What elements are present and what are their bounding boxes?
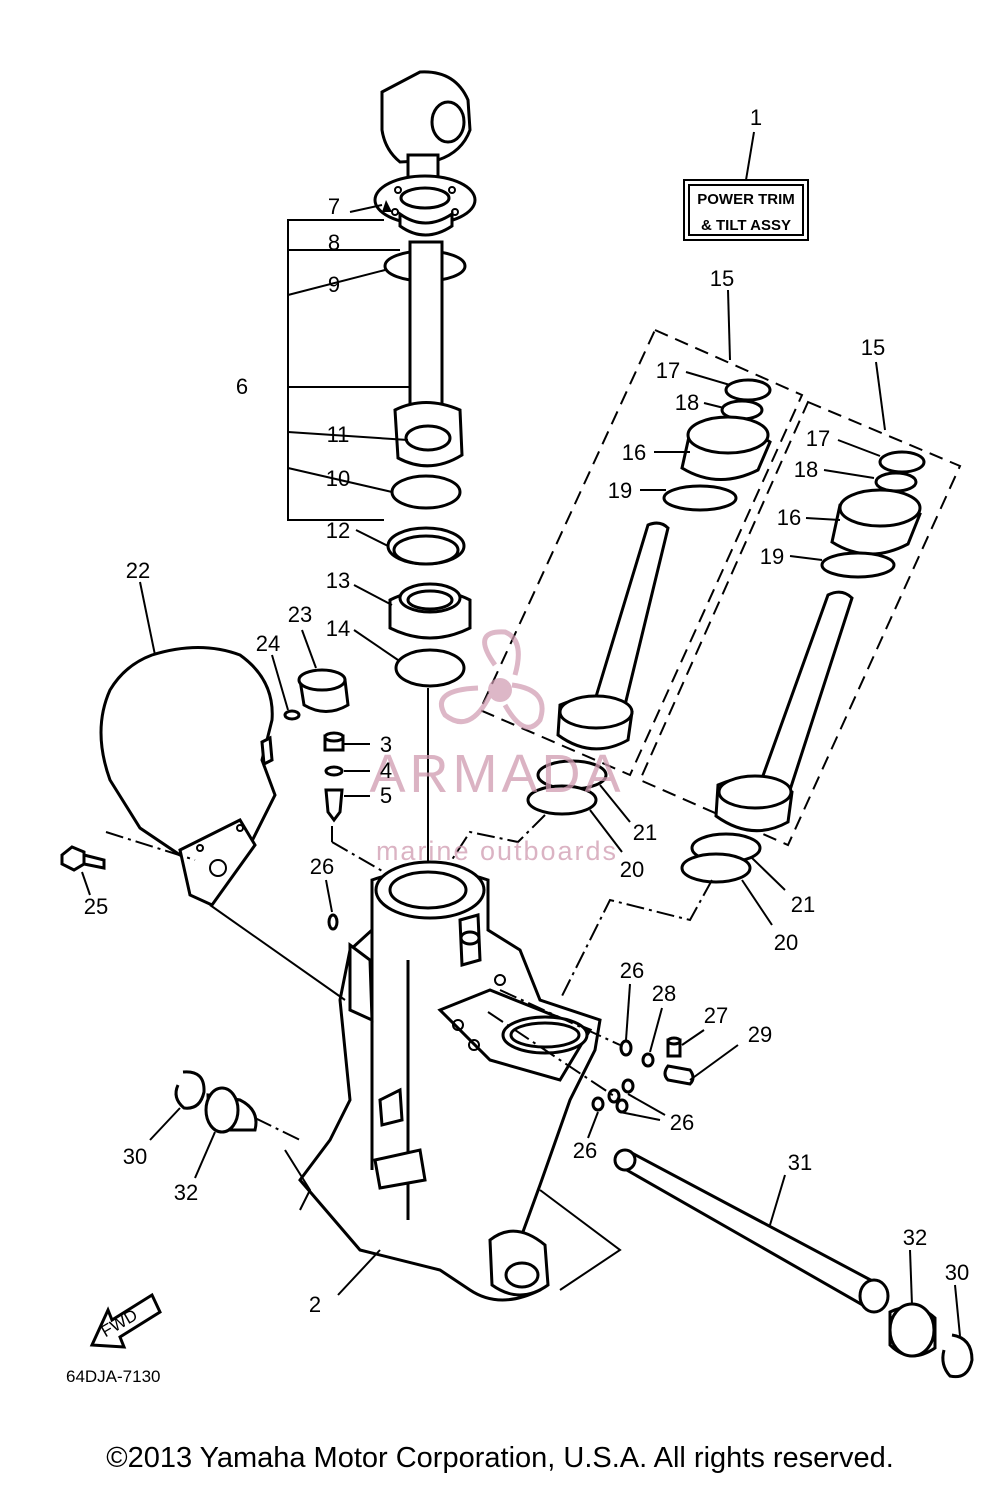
part-23-24 xyxy=(271,629,350,721)
label-26-a: 26 xyxy=(310,854,334,879)
label-18-right: 18 xyxy=(794,457,818,482)
label-16-right: 16 xyxy=(777,505,801,530)
ram-o-rings xyxy=(439,759,786,1001)
label-10: 10 xyxy=(326,466,350,491)
box-line-1: POWER TRIM xyxy=(697,191,795,208)
label-21-right: 21 xyxy=(791,892,815,917)
tilt-rod-assembly xyxy=(373,70,477,875)
label-1: 1 xyxy=(750,105,762,130)
label-9: 9 xyxy=(328,272,340,297)
label-32-right: 32 xyxy=(903,1225,927,1250)
label-30-left: 30 xyxy=(123,1144,147,1169)
label-16-left: 16 xyxy=(622,440,646,465)
label-20-right: 20 xyxy=(774,930,798,955)
label-22: 22 xyxy=(126,558,150,583)
copyright-notice: ©2013 Yamaha Motor Corporation, U.S.A. A… xyxy=(106,1442,894,1474)
label-3: 3 xyxy=(380,732,392,757)
label-24: 24 xyxy=(256,631,280,656)
label-27: 27 xyxy=(704,1003,728,1028)
label-2: 2 xyxy=(309,1292,321,1317)
diagram-part-code: 64DJA-7130 xyxy=(66,1367,161,1386)
small-parts-26-29 xyxy=(325,879,739,1139)
watermark-brand: ARMADA xyxy=(369,744,624,804)
tilt-pin-and-bushings xyxy=(149,1070,974,1379)
label-17-left: 17 xyxy=(656,358,680,383)
trim-ram-assembly-left xyxy=(478,289,804,777)
power-trim-tilt-assy-box: POWER TRIM & TILT ASSY xyxy=(683,131,809,241)
label-14: 14 xyxy=(326,616,350,641)
label-30-right: 30 xyxy=(945,1260,969,1285)
trim-ram-assembly-right xyxy=(638,361,962,847)
label-26-b: 26 xyxy=(620,958,644,983)
label-31: 31 xyxy=(788,1150,812,1175)
label-15-right: 15 xyxy=(861,335,885,360)
label-13: 13 xyxy=(326,568,350,593)
label-7: 7 xyxy=(328,194,340,219)
label-17-right: 17 xyxy=(806,426,830,451)
cover-22 xyxy=(99,581,277,907)
propeller-logo-icon xyxy=(438,629,545,730)
valve-parts-3-4-5 xyxy=(323,731,385,873)
fwd-arrow: FWD xyxy=(89,1292,162,1349)
watermark-tagline: marine outboards xyxy=(376,836,618,866)
label-26-c: 26 xyxy=(670,1110,694,1135)
label-15-left: 15 xyxy=(710,266,734,291)
label-18-left: 18 xyxy=(675,390,699,415)
label-32-left: 32 xyxy=(174,1180,198,1205)
box-line-2: & TILT ASSY xyxy=(701,217,791,234)
label-20-left: 20 xyxy=(620,857,644,882)
label-5: 5 xyxy=(380,783,392,808)
ram-leader-lines xyxy=(640,371,881,561)
label-12: 12 xyxy=(326,518,350,543)
label-19-right: 19 xyxy=(760,544,784,569)
label-25: 25 xyxy=(84,894,108,919)
label-26-d: 26 xyxy=(573,1138,597,1163)
label-6: 6 xyxy=(236,374,248,399)
label-23: 23 xyxy=(288,602,312,627)
group-bracket-6 xyxy=(287,200,410,661)
label-19-left: 19 xyxy=(608,478,632,503)
main-bracket-2 xyxy=(209,860,622,1302)
bolt-25 xyxy=(60,831,196,896)
label-11: 11 xyxy=(327,422,350,447)
label-8: 8 xyxy=(328,230,340,255)
label-21-left: 21 xyxy=(633,820,657,845)
armada-watermark: ARMADA marine outboards xyxy=(369,629,624,866)
label-29: 29 xyxy=(748,1022,772,1047)
label-28: 28 xyxy=(652,981,676,1006)
label-4: 4 xyxy=(380,758,392,783)
part-number-labels: 1 2 3 4 5 6 7 8 9 10 11 12 13 14 15 15 1… xyxy=(84,105,969,1317)
